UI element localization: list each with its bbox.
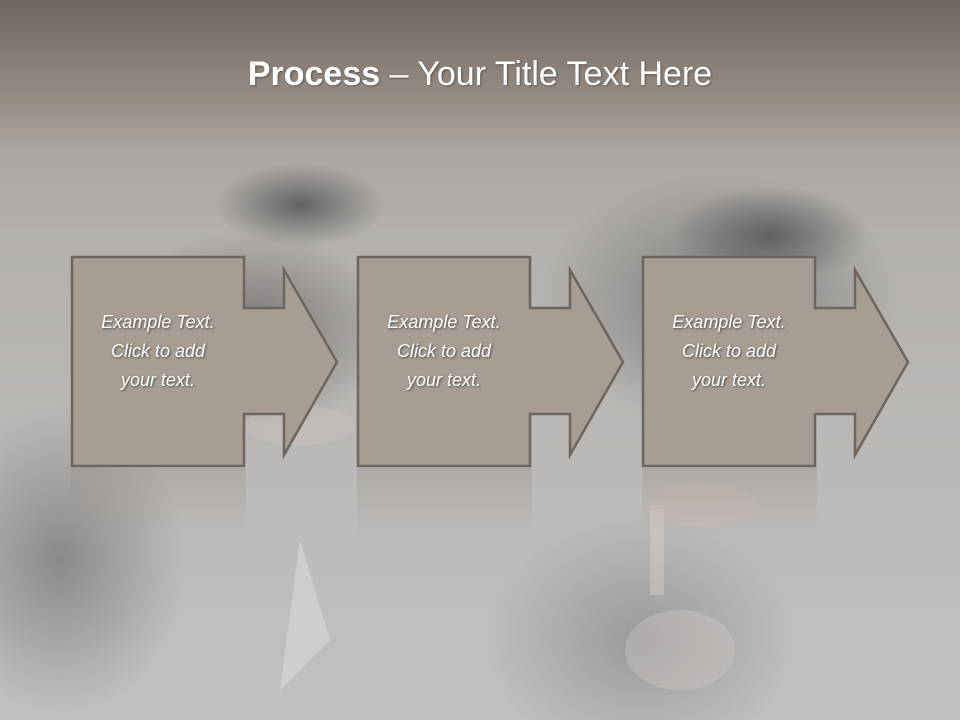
step-text: Example Text. Click to add your text. [71,308,245,395]
step-reflection [642,468,817,538]
step-text: Example Text. Click to add your text. [642,308,816,395]
process-step-1[interactable]: Example Text. Click to add your text. [70,255,339,538]
step-text-line-1: Example Text. [101,312,215,332]
step-reflection [71,468,246,538]
slide-title[interactable]: Process – Your Title Text Here [0,52,960,96]
step-reflection [357,468,532,538]
step-text-line-1: Example Text. [672,312,786,332]
arrow-box-shape [641,255,910,468]
step-text-line-3: your text. [120,370,196,390]
title-band [0,0,960,150]
process-step-2[interactable]: Example Text. Click to add your text. [356,255,625,538]
step-text-line-1: Example Text. [387,312,501,332]
step-text-line-3: your text. [406,370,482,390]
step-text-line-2: Click to add [681,341,777,361]
step-text-line-2: Click to add [396,341,492,361]
step-text-line-3: your text. [691,370,767,390]
title-rest: – Your Title Text Here [380,55,713,93]
step-text-line-2: Click to add [110,341,206,361]
arrow-box-shape [70,255,339,468]
title-bold: Process [247,55,381,93]
process-step-3[interactable]: Example Text. Click to add your text. [641,255,910,538]
arrow-box-shape [356,255,625,468]
step-text: Example Text. Click to add your text. [357,308,531,395]
